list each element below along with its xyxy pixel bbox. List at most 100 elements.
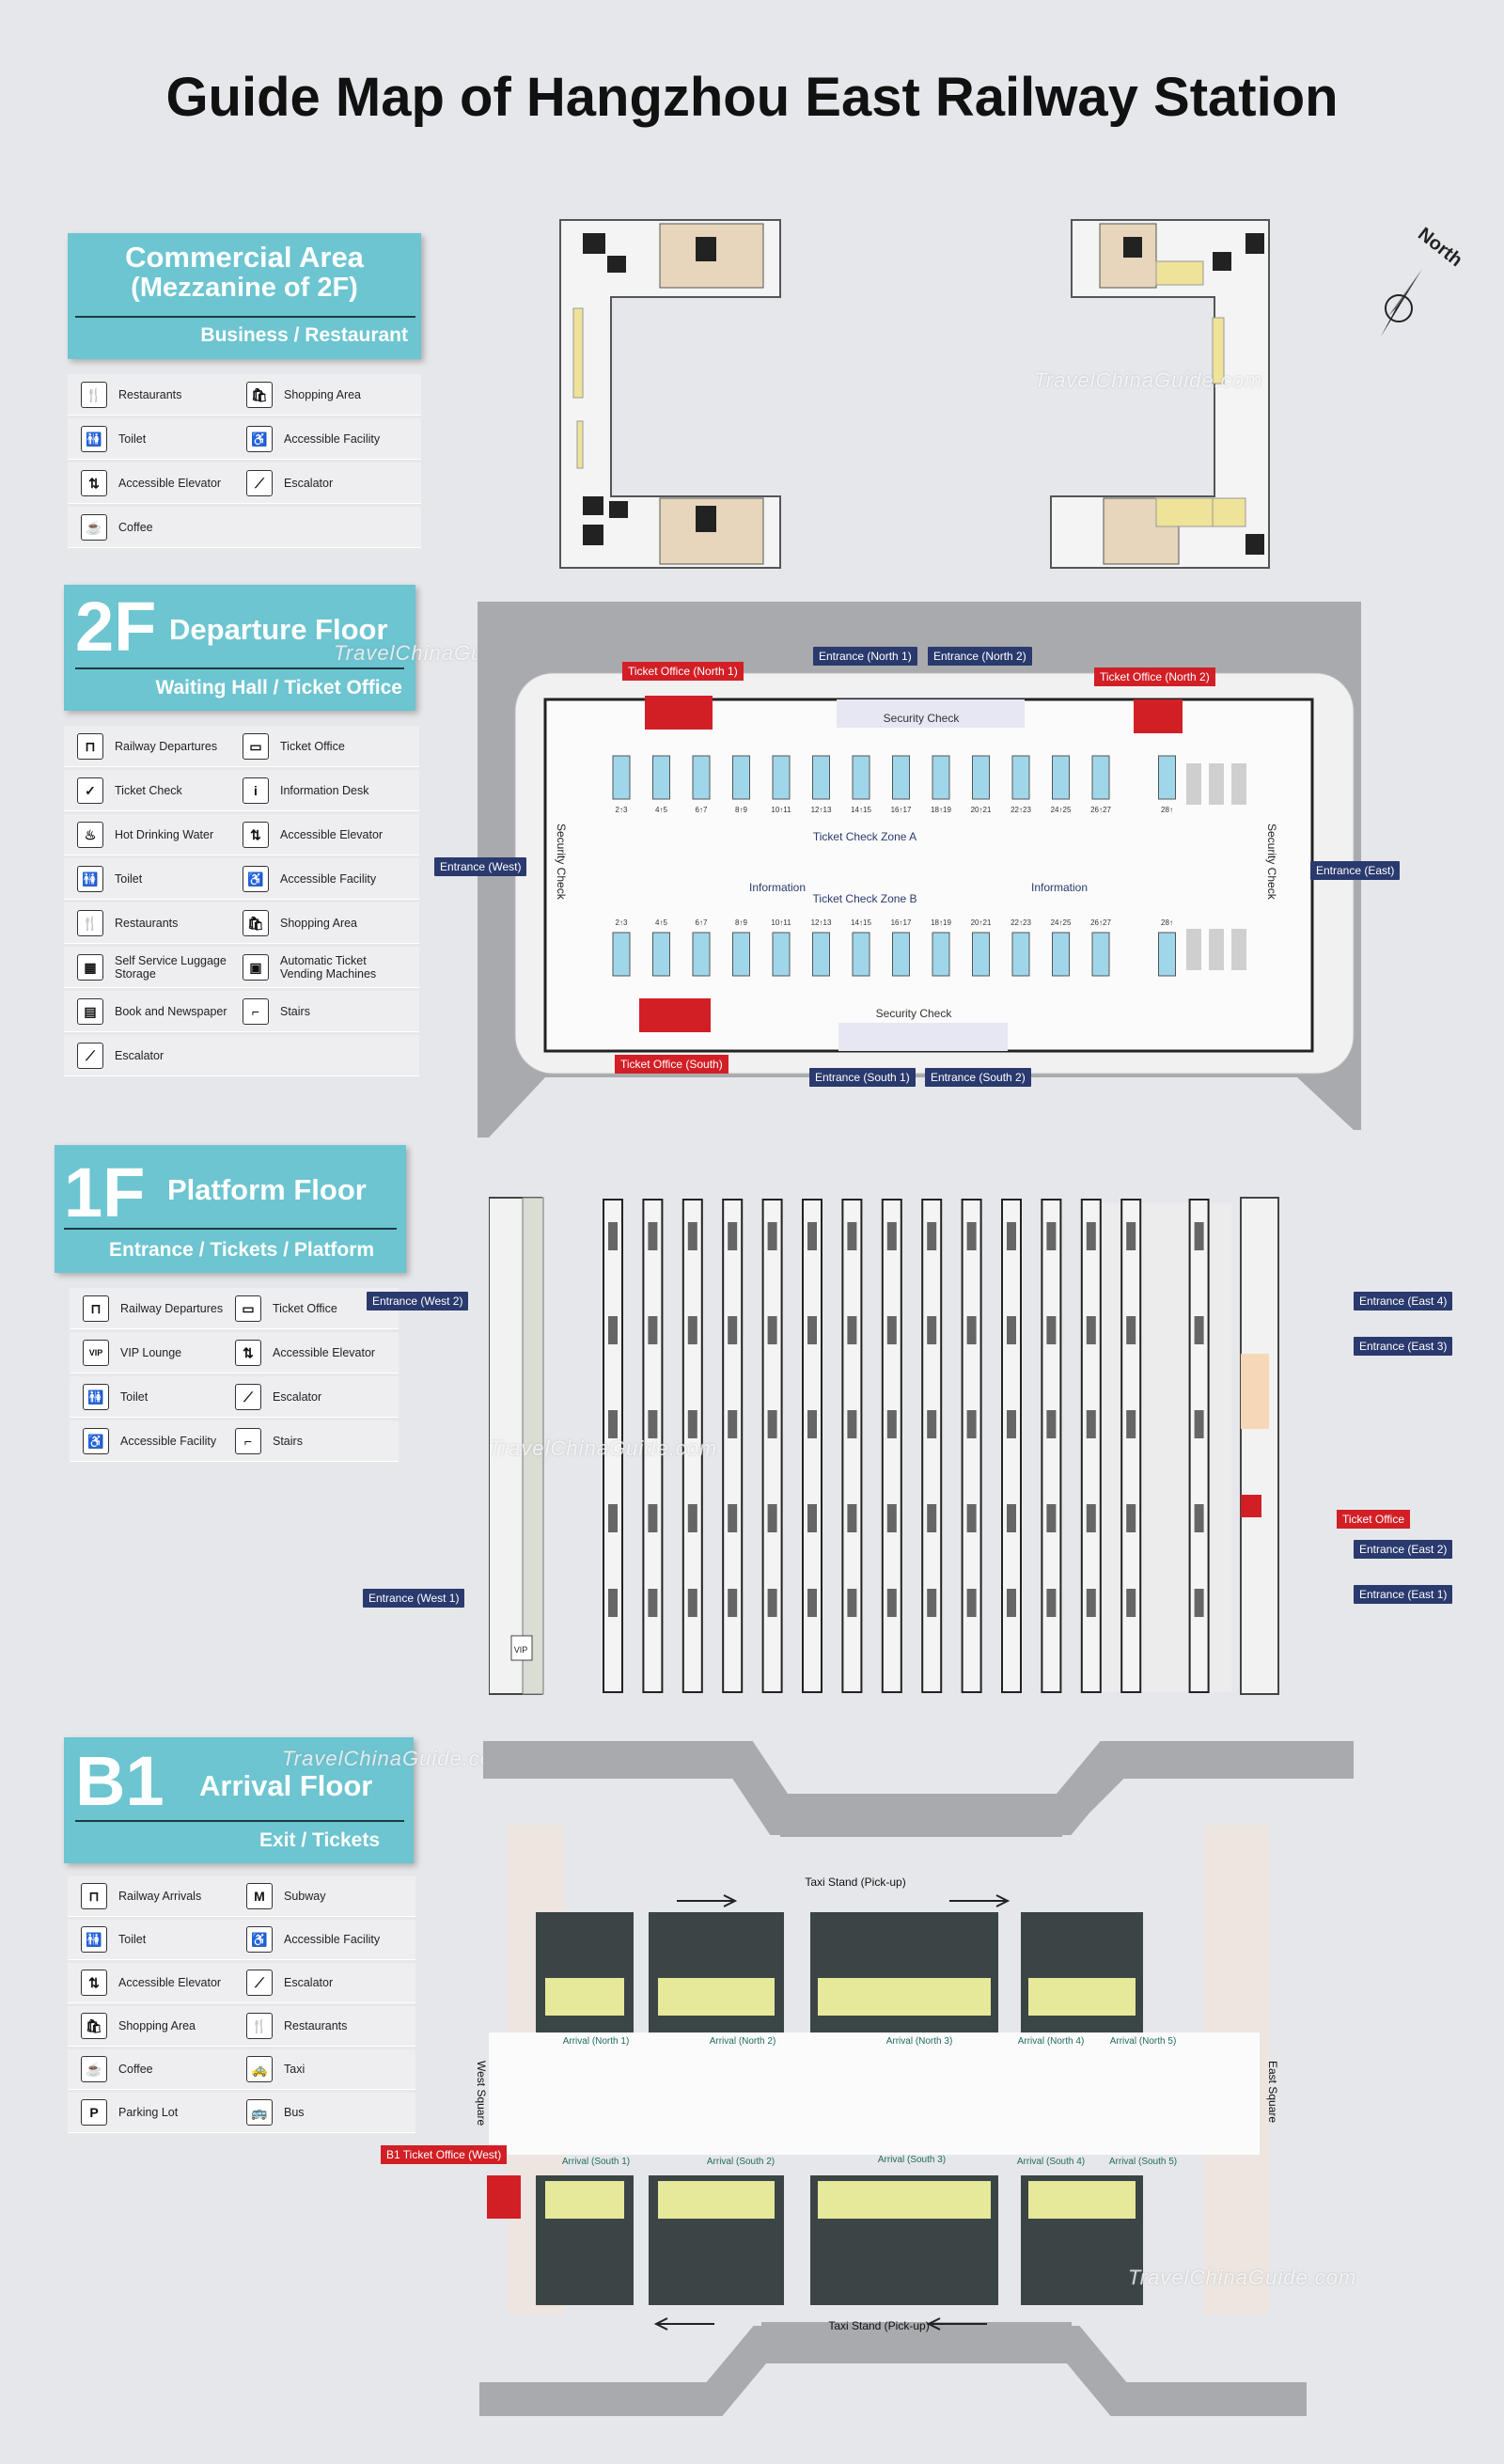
stairs-icon [648, 1316, 658, 1344]
ticket-check-zone-a: Ticket Check Zone A [813, 830, 916, 843]
ticket-gate-a-12 [1091, 755, 1110, 800]
stairs-icon [1007, 1316, 1016, 1344]
legend-label: Ticket Office [273, 1301, 337, 1315]
railway-departures-icon: ⊓ [83, 1295, 109, 1322]
legend-item: ✓Ticket Check [77, 770, 182, 810]
entrance-east3-tag[interactable]: Entrance (East 3) [1354, 1337, 1453, 1356]
gate-number-label: 10↑11 [771, 918, 791, 927]
entrance-north2-tag[interactable]: Entrance (North 2) [928, 647, 1032, 666]
legend-item: 🚌Bus [246, 2093, 305, 2132]
stairs-icon [1086, 1316, 1096, 1344]
f2-legend: ⊓Railway Departures▭Ticket Office✓Ticket… [64, 726, 419, 1079]
elevator-icon: ⇅ [81, 1970, 107, 1996]
entrance-west1-tag[interactable]: Entrance (West 1) [363, 1589, 465, 1608]
ticket-gate-a-6 [852, 755, 870, 800]
entrance-west2-tag[interactable]: Entrance (West 2) [367, 1292, 469, 1310]
stairs-icon [687, 1316, 697, 1344]
ticket-office-north1-tag[interactable]: Ticket Office (North 1) [622, 662, 744, 681]
platform-7 [841, 1199, 863, 1693]
gate-number-label: 16↑17 [891, 806, 912, 814]
legend-item: ▣Automatic Ticket Vending Machines [243, 947, 376, 987]
legend-label: Parking Lot [118, 2106, 179, 2119]
legend-row [68, 463, 421, 504]
b1-ticket-office-west-tag[interactable]: B1 Ticket Office (West) [381, 2145, 508, 2164]
stairs-icon [927, 1222, 937, 1250]
escalator-icon: ⟋ [77, 1042, 103, 1069]
stairs-icon [847, 1589, 857, 1617]
ticket-gate-b-11 [1052, 932, 1070, 977]
legend-row [68, 1920, 415, 1960]
arrival-north-1: Arrival (North 1) [563, 2036, 630, 2047]
arrival-north-2: Arrival (North 2) [710, 2036, 776, 2047]
stairs-icon [608, 1222, 618, 1250]
vip-icon: VIP [83, 1339, 109, 1366]
stairs-icon [1007, 1410, 1016, 1438]
platform-15 [1188, 1199, 1210, 1693]
ticket-gate-a-4 [772, 755, 791, 800]
legend-label: Ticket Office [280, 739, 345, 753]
f1-ticket-office-tag[interactable]: Ticket Office [1337, 1510, 1411, 1529]
mezzanine-subtitle: Business / Restaurant [200, 324, 408, 346]
legend-item: ⟋Escalator [246, 1963, 333, 2002]
west-square-label: West Square [475, 2061, 488, 2126]
platform-6 [802, 1199, 822, 1693]
b1-subtitle: Exit / Tickets [258, 1829, 380, 1851]
platform-10 [961, 1199, 982, 1693]
entrance-east4-tag[interactable]: Entrance (East 4) [1354, 1292, 1453, 1310]
ticket-gate-b-10 [1011, 932, 1030, 977]
ticket-office-north2-tag[interactable]: Ticket Office (North 2) [1094, 667, 1215, 686]
stairs-icon [847, 1504, 857, 1532]
elevator-icon: ⇅ [81, 469, 107, 496]
mezzanine-left-wing [559, 219, 781, 569]
stairs-icon [728, 1410, 738, 1438]
entrance-east2-tag[interactable]: Entrance (East 2) [1354, 1540, 1453, 1559]
stairs-icon: ⌐ [235, 1427, 261, 1454]
watermark: TravelChinaGuide.com [282, 1747, 511, 1770]
legend-item: ☕Coffee [81, 507, 153, 547]
entrance-south2-tag[interactable]: Entrance (South 2) [925, 1068, 1031, 1087]
escalator-icon: ⟋ [235, 1383, 261, 1410]
legend-label: Accessible Elevator [118, 1976, 222, 1989]
legend-item: ▤Book and Newspaper [77, 991, 227, 1031]
stairs-icon [847, 1222, 857, 1250]
ticket-gate-b-4 [772, 932, 791, 977]
stairs-icon [1086, 1410, 1096, 1438]
coffee-icon: ☕ [81, 2056, 107, 2082]
ticket-gate-b-8 [932, 932, 950, 977]
f1-title: Platform Floor [167, 1173, 367, 1206]
entrance-west-tag[interactable]: Entrance (West) [434, 857, 527, 876]
ticket-office-south-tag[interactable]: Ticket Office (South) [615, 1055, 728, 1074]
vip-label: VIP [514, 1645, 528, 1655]
legend-label: Information Desk [280, 783, 369, 797]
arrival-south-2: Arrival (South 2) [707, 2157, 775, 2167]
legend-label: Escalator [273, 1389, 322, 1404]
legend-label: Accessible Facility [280, 871, 377, 886]
entrance-south1-tag[interactable]: Entrance (South 1) [809, 1068, 916, 1087]
ticket-gate-b-6 [852, 932, 870, 977]
stairs-icon [1007, 1504, 1016, 1532]
f2-title: Departure Floor [169, 613, 388, 646]
taxi-stand-south: Taxi Stand (Pick-up) [828, 2319, 929, 2332]
entrance-east-tag[interactable]: Entrance (East) [1310, 861, 1401, 880]
entrance-north1-tag[interactable]: Entrance (North 1) [813, 647, 917, 666]
stairs-icon [886, 1316, 897, 1344]
legend-row [68, 374, 421, 416]
stairs-icon [807, 1504, 817, 1532]
platform-4 [722, 1199, 744, 1693]
stairs-icon [1126, 1222, 1136, 1250]
gate-number-label: 26↑27 [1090, 806, 1111, 814]
gate-number-label: 2↑3 [616, 806, 628, 814]
stairs-icon [1046, 1504, 1057, 1532]
ticket-gate-b-0 [612, 932, 631, 977]
f1-subtitle: Entrance / Tickets / Platform [109, 1239, 375, 1261]
stairs-icon [608, 1504, 618, 1532]
shopping-icon: 🛍 [243, 909, 269, 936]
stairs-icon [767, 1222, 777, 1250]
gate-number-label: 4↑5 [655, 918, 667, 927]
entrance-east1-tag[interactable]: Entrance (East 1) [1354, 1585, 1453, 1604]
legend-label: Railway Departures [115, 739, 218, 753]
legend-item: ☕Coffee [81, 2049, 153, 2089]
railway-arrivals-icon: ⊓ [81, 1883, 107, 1909]
